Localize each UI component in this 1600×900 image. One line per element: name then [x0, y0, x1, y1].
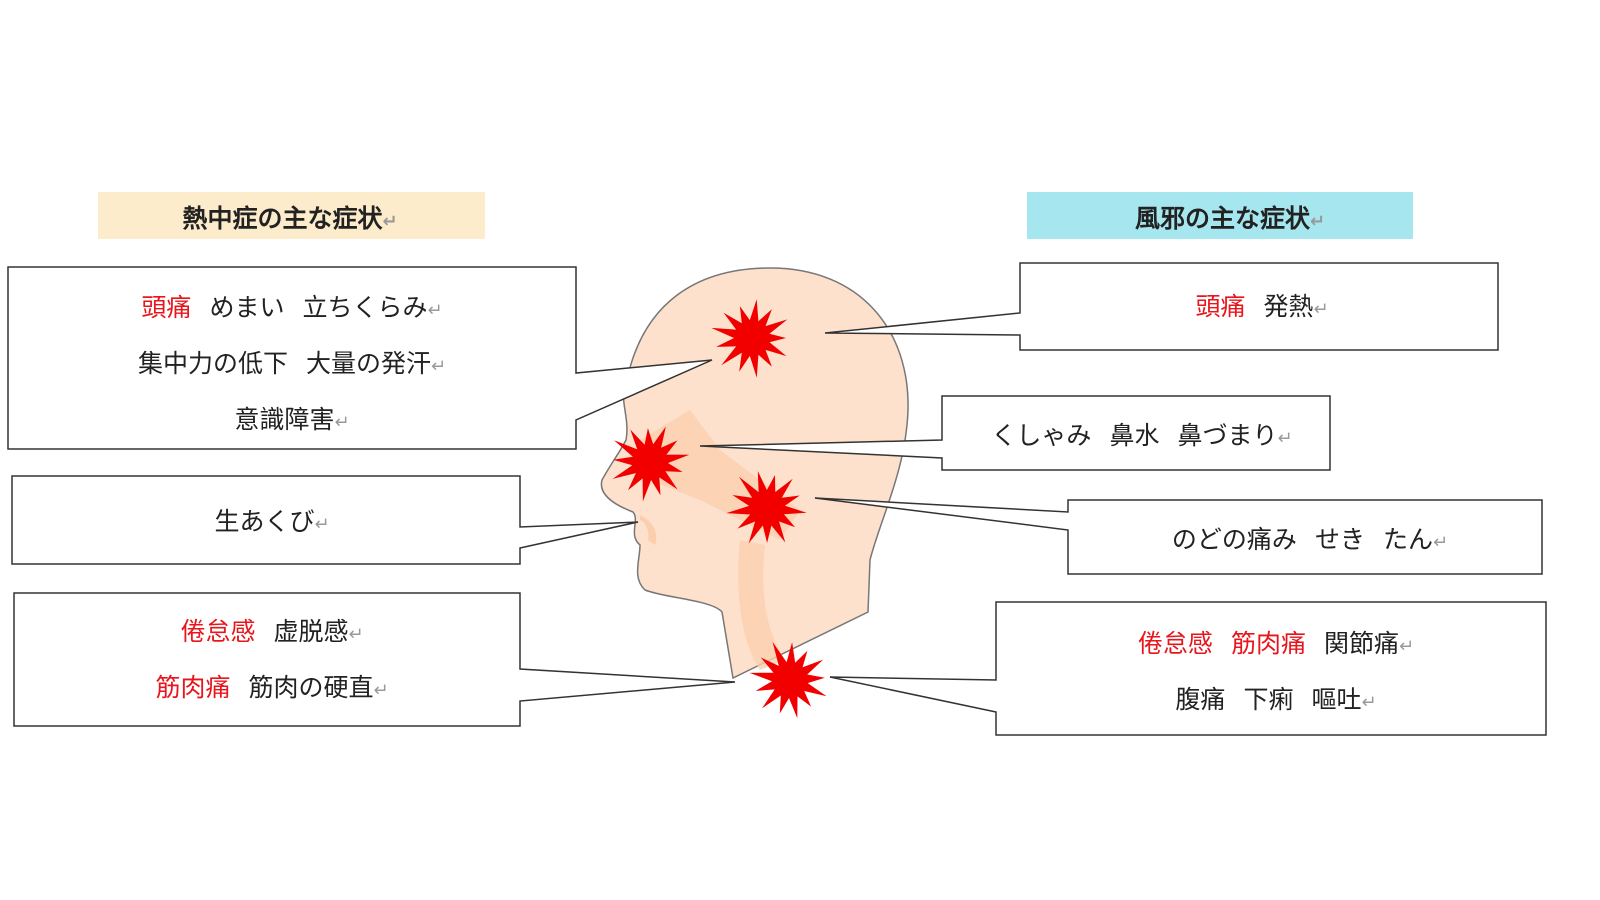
- pain-burst-icon: [749, 641, 827, 719]
- heatstroke-title: 熱中症の主な症状↵: [182, 199, 397, 235]
- heatstroke-symptom-line: 筋肉痛筋肉の硬直↵: [155, 668, 388, 704]
- cold-header-bg: [1027, 192, 1413, 239]
- cold-title: 風邪の主な症状↵: [1135, 199, 1325, 235]
- key-symptom: 筋肉痛: [155, 673, 231, 702]
- symptom: 嘔吐: [1311, 685, 1362, 714]
- return-mark: ↵: [1398, 636, 1415, 657]
- symptom: 大量の発汗: [305, 349, 431, 378]
- return-mark: ↵: [314, 514, 330, 535]
- symptom: 虚脱感: [273, 617, 349, 646]
- cold-symptom-line: くしゃみ鼻水鼻づまり↵: [991, 416, 1292, 452]
- heatstroke-symptom-line: 倦怠感虚脱感↵: [180, 612, 363, 648]
- cold-symptom-line: 腹痛下痢嘔吐↵: [1175, 680, 1376, 716]
- cold-symptom-line: のどの痛みせきたん↵: [1172, 520, 1448, 556]
- return-mark: ↵: [427, 300, 443, 321]
- return-mark: ↵: [1361, 692, 1377, 713]
- symptom: 発熱: [1263, 292, 1314, 321]
- symptom: 腹痛: [1175, 685, 1226, 714]
- symptom: 鼻水: [1109, 421, 1160, 450]
- key-symptom: 頭痛: [1195, 292, 1246, 321]
- heatstroke-callout-2: [11, 475, 639, 565]
- return-mark: ↵: [382, 211, 398, 232]
- symptom: めまい: [209, 293, 285, 322]
- heatstroke-symptom-line: 頭痛めまい立ちくらみ↵: [141, 288, 442, 324]
- symptom: 鼻づまり: [1177, 421, 1278, 450]
- symptom: くしゃみ: [991, 421, 1092, 450]
- symptom: 生あくび: [214, 507, 315, 536]
- symptom: 意識障害: [234, 405, 335, 434]
- cold-callout-1: [824, 262, 1499, 351]
- key-symptom: 頭痛: [141, 293, 192, 322]
- symptom: 集中力の低下: [137, 349, 288, 378]
- return-mark: ↵: [1309, 211, 1326, 232]
- heatstroke-symptom-line: 意識障害↵: [234, 400, 349, 436]
- cold-symptom-line: 頭痛発熱↵: [1195, 287, 1328, 323]
- return-mark: ↵: [348, 624, 364, 645]
- symptom: 立ちくらみ: [302, 293, 428, 322]
- pain-burst-icon: [711, 299, 788, 378]
- symptom: 筋肉の硬直: [248, 673, 374, 702]
- heatstroke-header-bg: [98, 192, 485, 239]
- symptom: たん: [1382, 525, 1433, 554]
- cold-callout-4: [829, 601, 1547, 736]
- return-mark: ↵: [1313, 299, 1329, 320]
- cold-title-text: 風邪の主な症状: [1134, 204, 1310, 233]
- key-symptom: 倦怠感: [180, 617, 256, 646]
- pain-burst-icon: [612, 426, 690, 502]
- heatstroke-callout-1: [7, 266, 713, 450]
- heatstroke-callout-3: [13, 592, 736, 727]
- symptom: のどの痛み: [1171, 525, 1297, 554]
- return-mark: ↵: [334, 412, 350, 433]
- key-symptom: 筋肉痛: [1230, 629, 1306, 658]
- cold-callout-2: [699, 395, 1331, 471]
- return-mark: ↵: [1432, 532, 1449, 553]
- heatstroke-symptom-line: 生あくび↵: [214, 502, 329, 538]
- cold-symptom-line: 倦怠感筋肉痛関節痛↵: [1138, 624, 1414, 660]
- heatstroke-title-text: 熱中症の主な症状: [182, 204, 383, 233]
- key-symptom: 倦怠感: [1137, 629, 1213, 658]
- return-mark: ↵: [1277, 428, 1293, 449]
- symptom: 関節痛: [1323, 629, 1399, 658]
- return-mark: ↵: [373, 680, 389, 701]
- cold-callout-3: [814, 497, 1543, 575]
- pain-burst-icon: [726, 471, 807, 544]
- symptom: 下痢: [1243, 685, 1294, 714]
- symptom: せき: [1314, 525, 1365, 554]
- return-mark: ↵: [430, 356, 447, 377]
- heatstroke-symptom-line: 集中力の低下大量の発汗↵: [138, 344, 446, 380]
